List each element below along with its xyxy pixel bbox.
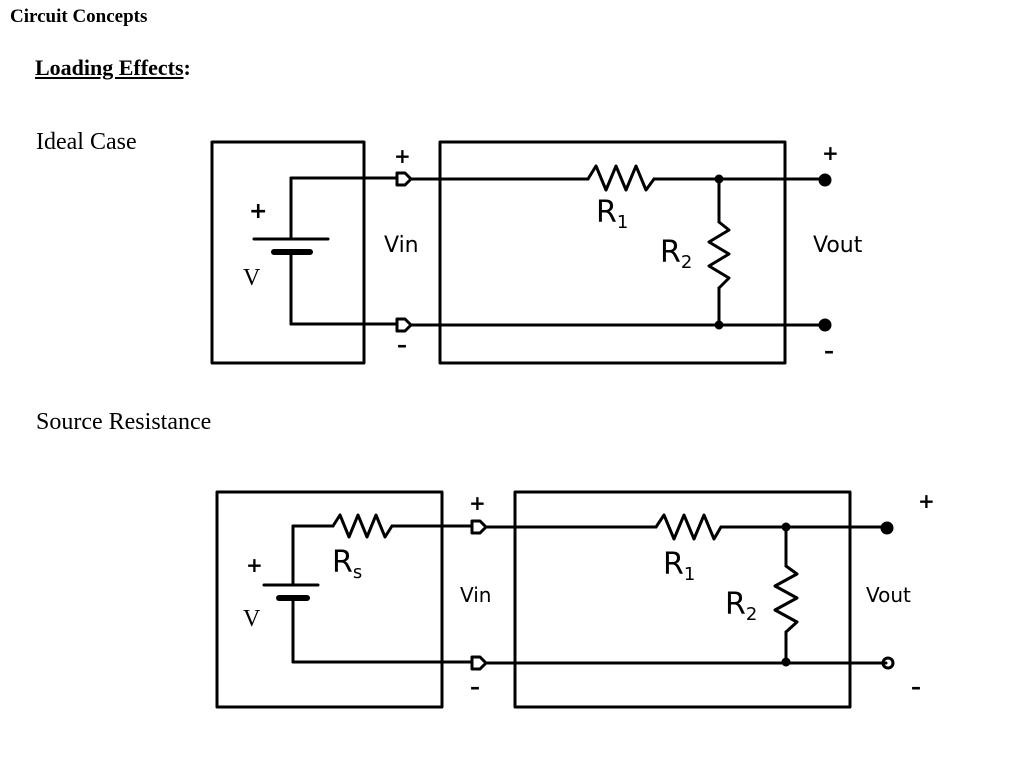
page-header: Circuit Concepts [10,6,148,27]
source-res-battery-plus: + [246,553,263,577]
ideal-network-box [438,140,787,365]
ideal-source-voltage-label: V [243,265,261,291]
ideal-battery-icon [252,176,330,326]
source-res-r2-resistor [773,564,799,634]
ideal-source-box [210,140,366,365]
ideal-vin-terminal-top [395,171,413,187]
source-res-rs-label: Rs [332,545,362,583]
source-res-vout-minus: – [911,675,921,699]
ideal-vout-terminal-bottom [818,318,832,332]
ideal-vin-label: Vin [384,233,419,258]
ideal-r2-label: R2 [660,235,692,273]
source-res-r1-resistor [654,513,723,541]
source-res-network-box [513,490,852,709]
source-res-source-box [215,490,444,709]
source-res-vout-terminal-top [880,521,894,535]
ideal-vout-minus: – [824,339,834,363]
ideal-circuit: + + – Vin R1 R2 + – Vout [210,140,863,365]
ideal-r1-resistor [586,164,656,192]
source-res-r2-label: R2 [725,587,757,625]
ideal-battery-plus: + [249,199,267,224]
source-res-circuit: + Rs + – Vin R1 R2 + [215,489,935,709]
source-res-vout-terminal-bottom [881,656,895,670]
source-res-vout-plus: + [918,489,935,513]
source-res-vin-plus: + [469,491,486,515]
source-res-rs-resistor [331,513,394,539]
source-resistance-label: Source Resistance [36,409,212,435]
source-res-vin-minus: – [470,675,480,699]
ideal-vout-plus: + [822,141,839,165]
ideal-r1-label: R1 [596,195,628,233]
source-res-vin-terminal-bottom [470,655,488,671]
ideal-vout-terminal-top [818,173,832,187]
ideal-r2-resistor [707,220,731,290]
source-res-vin-label: Vin [460,583,491,607]
ideal-vin-minus: – [397,333,407,357]
source-res-r1-label: R1 [663,547,695,585]
source-res-battery-icon [262,524,320,664]
ideal-vout-label: Vout [813,233,863,258]
ideal-vin-plus: + [394,144,411,168]
section-title-colon: : [183,55,191,80]
source-res-vin-terminal-top [470,519,488,535]
section-title: Loading Effects: [35,55,191,81]
ideal-vin-terminal-bottom [395,317,413,333]
section-title-text: Loading Effects [35,55,184,80]
source-res-voltage-label: V [243,606,261,632]
source-res-vout-label: Vout [866,583,911,607]
ideal-case-label: Ideal Case [36,129,137,155]
